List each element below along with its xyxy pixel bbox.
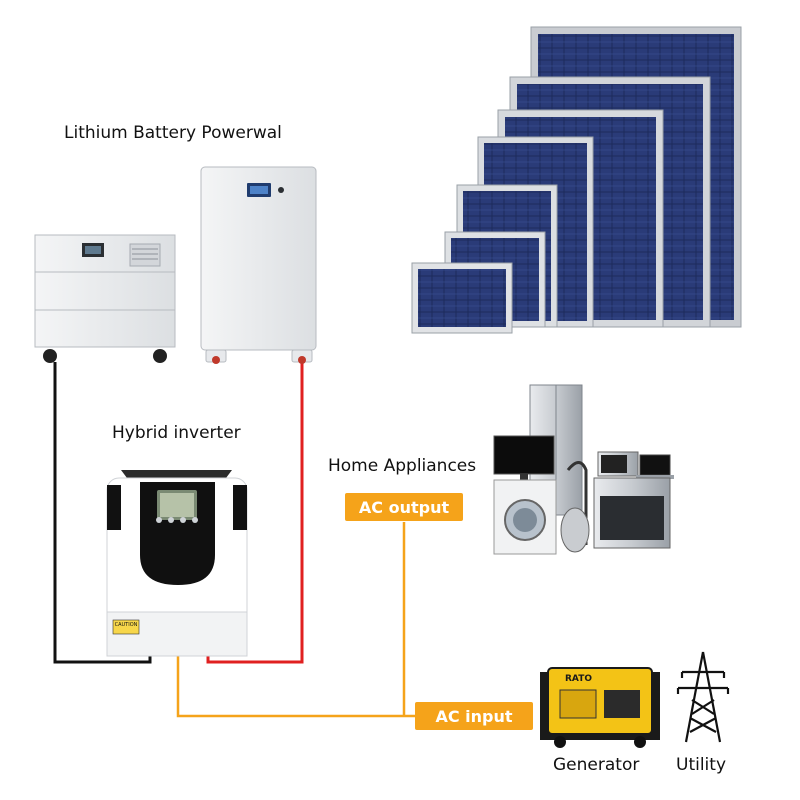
generator-brand-label: RATO [565, 674, 592, 684]
generator-label: Generator [553, 755, 640, 775]
laptop [636, 454, 674, 479]
washing-machine [493, 479, 557, 555]
solar-panel-stack [411, 26, 742, 334]
hybrid-inverter [106, 470, 248, 657]
wire-black [53, 362, 152, 664]
home-appliances [493, 384, 674, 555]
wire-ac-input [176, 655, 532, 718]
vent-icon [129, 243, 161, 267]
ac-output-tag: AC output [345, 493, 463, 521]
inverter-caution-label: CAUTION [114, 622, 138, 628]
ac-input-tag: AC input [415, 702, 533, 730]
vacuum [560, 461, 590, 553]
utility-label: Utility [676, 755, 727, 775]
microwave [597, 451, 639, 477]
tv [493, 435, 555, 480]
appliances-label: Home Appliances [328, 456, 477, 476]
generator [540, 667, 660, 748]
utility-tower-icon [676, 651, 730, 743]
solar-panel-7 [411, 262, 513, 334]
tower-battery [200, 166, 317, 364]
wire-red [206, 362, 304, 664]
stove [593, 477, 671, 549]
stacked-battery [34, 234, 176, 363]
inverter-label: Hybrid inverter [112, 423, 241, 443]
battery-label: Lithium Battery Powerwal [64, 123, 282, 143]
